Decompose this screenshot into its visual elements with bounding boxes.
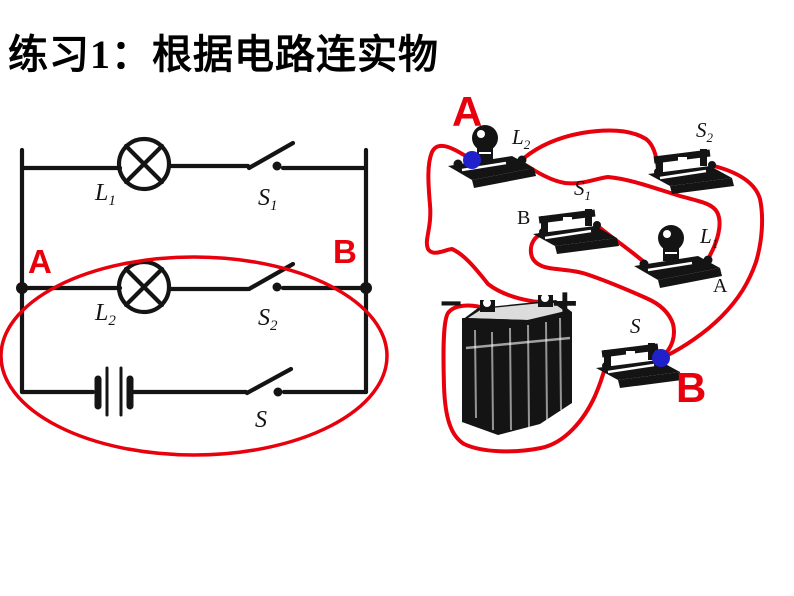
- junction-node-b: [360, 282, 372, 294]
- lamp-symbol-l2-cross: [123, 266, 165, 308]
- junction-node-a: [16, 282, 28, 294]
- wire-battery-minus-to-s: [441, 303, 608, 454]
- switch-symbol-s1-contact: [272, 161, 282, 171]
- terminal-dot-a: [463, 151, 481, 169]
- physical-node-b-label: B: [676, 364, 706, 411]
- wire-l2-to-l1: [522, 162, 722, 261]
- switch-symbol-s-lever: [244, 366, 294, 396]
- page-title: 练习1：根据电路连实物: [8, 32, 439, 77]
- battery-symbol: [94, 366, 134, 417]
- schematic-node-b-label: B: [333, 233, 357, 270]
- physical-terminal-a-label: A: [713, 275, 728, 297]
- wire-s1-to-l1: [597, 225, 646, 264]
- highlight-ellipse: [0, 255, 389, 457]
- physical-label-s2: S2: [696, 118, 714, 145]
- battery-minus-label: −: [440, 283, 462, 325]
- wire-s2-to-b-dot: [664, 164, 765, 358]
- physical-wires: [424, 128, 765, 454]
- wire-a-to-battery-plus: [424, 143, 549, 307]
- lamp-symbol-l1-cross: [123, 143, 165, 185]
- schematic-label-s1: S1: [258, 185, 278, 214]
- physical-label-l1: L1: [699, 224, 718, 251]
- battery-plus-label: +: [552, 279, 578, 328]
- terminal-dot-b: [652, 349, 670, 367]
- switch-symbol-s1-lever: [246, 140, 296, 171]
- physical-label-s: S: [630, 314, 641, 338]
- wire-s1-to-b-dot: [528, 231, 676, 358]
- wire-l2-to-s2: [522, 128, 660, 172]
- schematic-label-l1: L1: [94, 180, 116, 209]
- physical-label-l2: L2: [511, 125, 531, 152]
- component-battery: [461, 294, 572, 435]
- physical-terminal-b-label: B: [517, 207, 530, 229]
- physical-label-s1: S1: [574, 176, 591, 203]
- schematic-panel: [16, 136, 372, 417]
- schematic-label-l2: L2: [94, 300, 116, 329]
- component-switch-s2: [648, 149, 734, 194]
- schematic-label-s2: S2: [258, 305, 278, 334]
- switch-symbol-s2-contact: [272, 282, 282, 292]
- schematic-label-s: S: [255, 407, 267, 433]
- physical-node-a-label: A: [452, 88, 482, 135]
- switch-symbol-s-contact: [273, 387, 283, 397]
- schematic-node-a-label: A: [28, 243, 52, 280]
